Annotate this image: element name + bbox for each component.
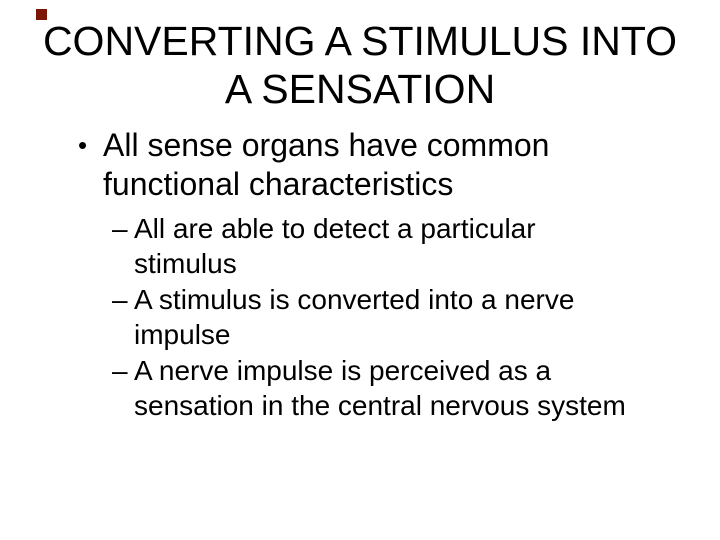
dash-bullet-icon: – bbox=[112, 355, 128, 386]
sub-bullet-1-line-2: stimulus bbox=[134, 248, 237, 279]
slide-title-line-1: CONVERTING A STIMULUS INTO bbox=[42, 18, 678, 64]
sub-bullet-2-text: A stimulus is converted into a nerve imp… bbox=[134, 282, 574, 352]
bullet-level1-line-2: functional characteristics bbox=[103, 166, 454, 202]
dash-bullet-icon: – bbox=[112, 284, 128, 315]
slide-title-line-2: A SENSATION bbox=[224, 66, 496, 112]
dash-bullet-icon: – bbox=[112, 213, 128, 244]
sub-bullet-3-text: A nerve impulse is perceived as a sensat… bbox=[134, 353, 626, 423]
sub-bullet-item-2: – A stimulus is converted into a nerve i… bbox=[112, 282, 672, 352]
bullet-level1-text: All sense organs have common functional … bbox=[103, 126, 549, 204]
sub-bullet-1-text: All are able to detect a particular stim… bbox=[134, 211, 536, 281]
sub-bullet-3-line-2: sensation in the central nervous system bbox=[134, 390, 626, 421]
sub-bullet-2-line-2: impulse bbox=[134, 319, 231, 350]
slide-title: CONVERTING A STIMULUS INTO A SENSATION bbox=[20, 17, 700, 113]
sub-bullet-item-1: – All are able to detect a particular st… bbox=[112, 211, 672, 281]
sub-bullet-1-line-1: All are able to detect a particular bbox=[134, 213, 536, 244]
sub-bullet-list: – All are able to detect a particular st… bbox=[112, 211, 672, 424]
corner-square-decoration bbox=[36, 9, 47, 20]
bullet-item-level1: • All sense organs have common functiona… bbox=[78, 126, 549, 204]
bullet-dot-icon: • bbox=[78, 130, 88, 160]
sub-bullet-2-line-1: A stimulus is converted into a nerve bbox=[134, 284, 575, 315]
sub-bullet-3-line-1: A nerve impulse is perceived as a bbox=[134, 355, 552, 386]
bullet-level1-line-1: All sense organs have common bbox=[103, 127, 550, 163]
sub-bullet-item-3: – A nerve impulse is perceived as a sens… bbox=[112, 353, 672, 423]
